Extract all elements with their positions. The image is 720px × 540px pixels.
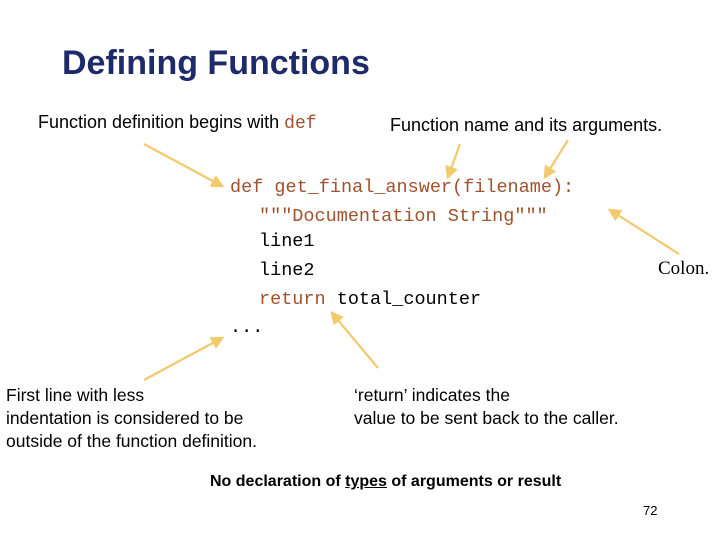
indent-note: First line with less indentation is cons… <box>6 384 326 453</box>
indent-note-line-2: indentation is considered to be <box>6 408 244 428</box>
return-note: ‘return’ indicates the value to be sent … <box>354 384 714 430</box>
def-note: Function definition begins with def <box>38 112 317 134</box>
code-doc-line: """Documentation String""" <box>259 206 548 227</box>
return-value: total_counter <box>325 289 482 310</box>
page-number: 72 <box>643 503 658 518</box>
code-line2: line2 <box>259 260 315 281</box>
arrow-colon <box>607 208 680 255</box>
code-def-line: def get_final_answer(filename): <box>230 177 575 198</box>
def-keyword: def <box>284 114 317 134</box>
bottom-note-types: types <box>345 473 387 490</box>
bottom-note-prefix: No declaration of <box>210 473 346 490</box>
indent-note-line-3: outside of the function definition. <box>6 431 258 451</box>
return-note-line-1: ‘return’ indicates the <box>354 385 510 405</box>
def-note-text: Function definition begins with <box>38 112 285 132</box>
arrow-def <box>143 143 225 188</box>
arrow-dots <box>143 336 225 381</box>
code-dots: ... <box>230 317 264 338</box>
page-title: Defining Functions <box>62 44 370 82</box>
bottom-note-suffix: of arguments or result <box>386 473 562 490</box>
indent-note-line-1: First line with less <box>6 385 145 405</box>
bottom-note: No declaration of types of arguments or … <box>210 473 561 491</box>
code-line1: line1 <box>259 231 315 252</box>
name-note: Function name and its arguments. <box>390 115 663 135</box>
arrow-func-name <box>445 143 462 180</box>
code-return-line: return total_counter <box>259 289 481 310</box>
arrow-arguments <box>543 139 569 180</box>
colon-note: Colon. <box>658 258 710 279</box>
return-note-line-2: value to be sent back to the caller. <box>354 408 619 428</box>
return-keyword: return <box>259 289 326 310</box>
arrow-return <box>330 310 379 369</box>
